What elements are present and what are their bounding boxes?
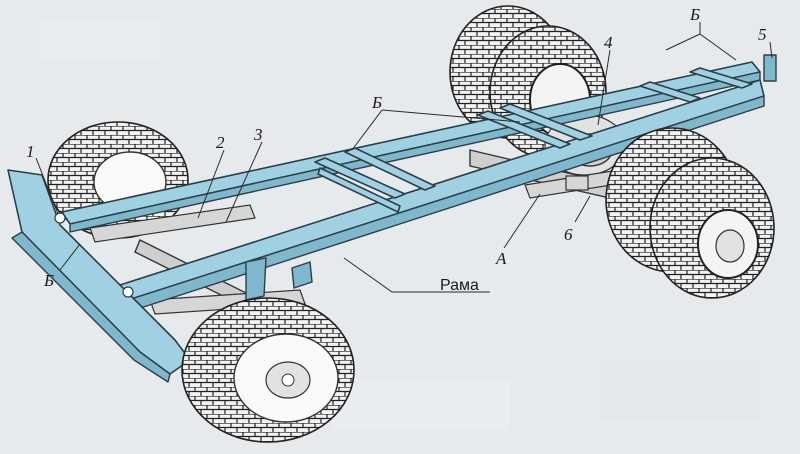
label-6: 6 [564,225,573,244]
leaf-springs [89,164,656,315]
label-1: 1 [26,142,35,161]
labels: 1 2 3 4 5 6 Б Б Б А Рама [26,5,767,294]
label-5: 5 [758,25,767,44]
label-b-left: Б [43,271,54,290]
leader-lines [35,22,773,293]
label-4: 4 [604,33,613,52]
frame [7,54,777,383]
rear-right-dual-wheel [605,127,775,299]
label-2: 2 [216,133,225,152]
label-3: 3 [253,125,263,144]
front-right-wheel [181,297,355,443]
label-b-center: Б [371,93,382,112]
label-rama: Рама [440,277,479,294]
label-a: А [495,249,507,268]
label-b-top-right: Б [689,5,700,24]
